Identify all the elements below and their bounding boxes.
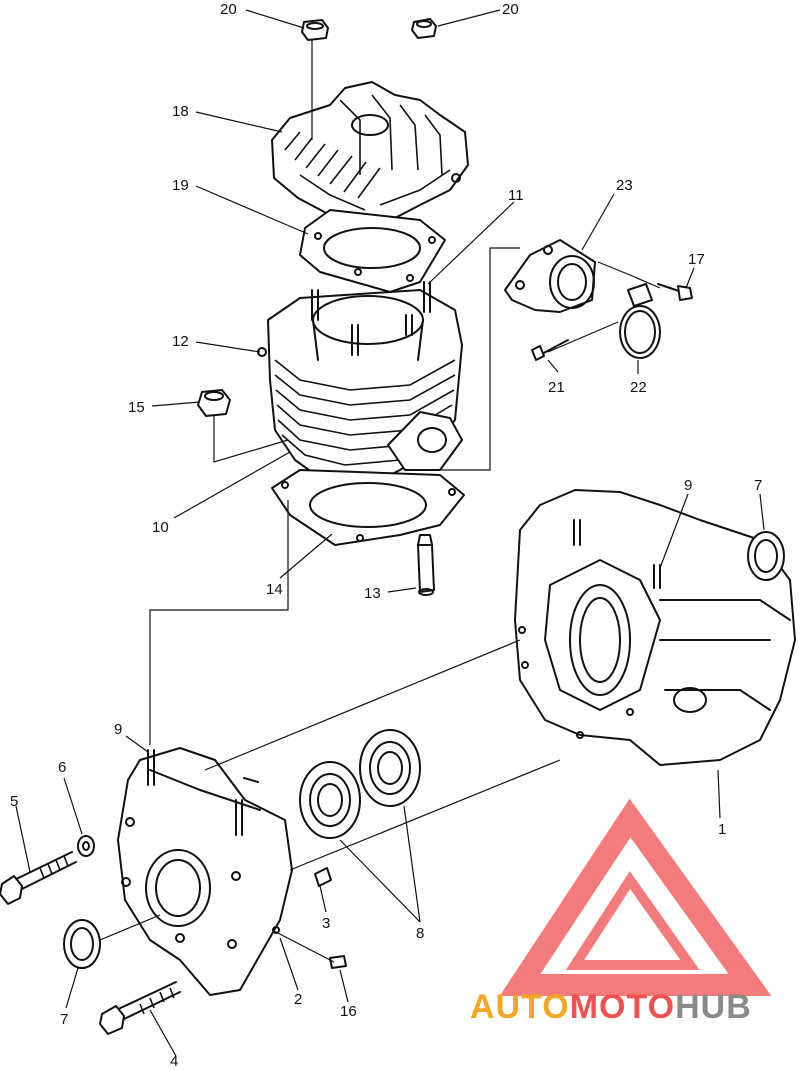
nut-20-right: [411, 18, 437, 39]
watermark-moto: MOTO: [570, 988, 675, 1026]
callout-13: 13: [364, 585, 381, 602]
callout-9-left: 9: [114, 721, 122, 738]
callout-7-upper: 7: [754, 477, 762, 494]
base-gasket: [271, 469, 465, 546]
automotohub-logo: [499, 798, 772, 996]
callout-17: 17: [688, 251, 705, 268]
callout-19: 19: [172, 177, 189, 194]
nut-15: [197, 389, 231, 417]
callout-21: 21: [548, 379, 565, 396]
cylinder-head: [271, 81, 469, 226]
callout-5: 5: [10, 793, 18, 810]
callout-22: 22: [630, 379, 647, 396]
screw-21: [531, 339, 569, 361]
hose-clamp: [619, 283, 661, 359]
callout-18: 18: [172, 103, 189, 120]
bolt-5: [0, 851, 77, 905]
callout-14: 14: [266, 581, 283, 598]
assembly-lines: [99, 40, 661, 963]
watermark-auto: AUTO: [470, 988, 570, 1026]
callout-15: 15: [128, 399, 145, 416]
bearing-right: [359, 729, 421, 807]
bearing-left: [299, 761, 361, 839]
callout-2: 2: [294, 991, 302, 1008]
callout-8: 8: [416, 925, 424, 942]
callout-12: 12: [172, 333, 189, 350]
pin-16: [329, 955, 347, 969]
cylinder: [257, 281, 463, 491]
callout-20-right: 20: [502, 1, 519, 18]
callout-16: 16: [340, 1003, 357, 1020]
callout-3: 3: [322, 915, 330, 932]
intake-adapter: [504, 239, 596, 313]
callout-11: 11: [508, 187, 524, 204]
callout-23: 23: [616, 177, 633, 194]
callout-9-right: 9: [684, 477, 692, 494]
screw-17: [657, 283, 693, 301]
oil-seal-upper: [747, 531, 785, 581]
callout-1: 1: [718, 821, 726, 838]
watermark-hub: HUB: [675, 988, 752, 1026]
callout-10: 10: [152, 519, 169, 536]
head-gasket: [299, 209, 446, 293]
callout-20-left: 20: [220, 1, 237, 18]
nut-20-left: [301, 19, 329, 41]
crankcase-left: [117, 747, 293, 996]
callout-labels: 20 20 18 19 11 23 17 12 15 21 22 10 14 1…: [10, 1, 762, 1070]
crankcase-right: [514, 489, 796, 766]
stud-13: [417, 534, 435, 596]
oil-seal-lower: [63, 919, 101, 969]
dowel-3: [314, 867, 332, 887]
callout-6: 6: [58, 759, 66, 776]
washer-6: [77, 835, 95, 857]
callout-7-lower: 7: [60, 1011, 68, 1028]
callout-4: 4: [170, 1053, 178, 1070]
callout-leaders: [15, 9, 765, 1057]
bolt-4: [99, 981, 181, 1035]
watermark-text: AUTOMOTOHUB: [470, 988, 752, 1026]
